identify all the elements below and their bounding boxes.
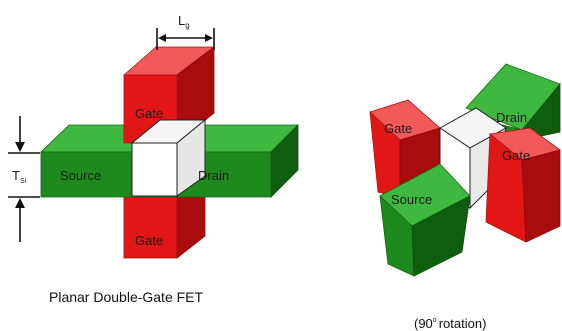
tsi-dimension [8,116,40,242]
tsi-label: TSi [12,168,27,185]
caption-planar: Planar Double-Gate FET [49,289,204,305]
lg-dimension [156,28,215,50]
right-gate-rot [485,127,561,243]
top-gate-block [122,46,216,144]
caption-rotation-degree: o [433,317,437,324]
source-label-rot: Source [391,192,432,207]
caption-rotation-close: rotation) [439,316,487,331]
channel-block [130,118,207,197]
drain-label-rot: Drain [496,110,527,125]
planar-dg-fet: Gate Source Drain Gate Lg TSi Planar [8,13,299,305]
gate-right-label-rot: Gate [502,148,530,163]
tsi-main: T [12,168,20,183]
lg-label: Lg [178,13,190,30]
gate-top-label: Gate [135,106,163,121]
lg-sub: g [185,21,189,30]
source-block-rot [379,163,471,277]
source-label: Source [60,168,101,183]
tsi-sub: Si [20,178,27,185]
lg-main: L [178,13,185,28]
left-gate-rot [369,99,441,199]
caption-rotation-open: (90 [414,316,433,331]
drain-label: Drain [198,168,229,183]
gate-bottom-label: Gate [135,233,163,248]
gate-left-label-rot: Gate [384,121,412,136]
